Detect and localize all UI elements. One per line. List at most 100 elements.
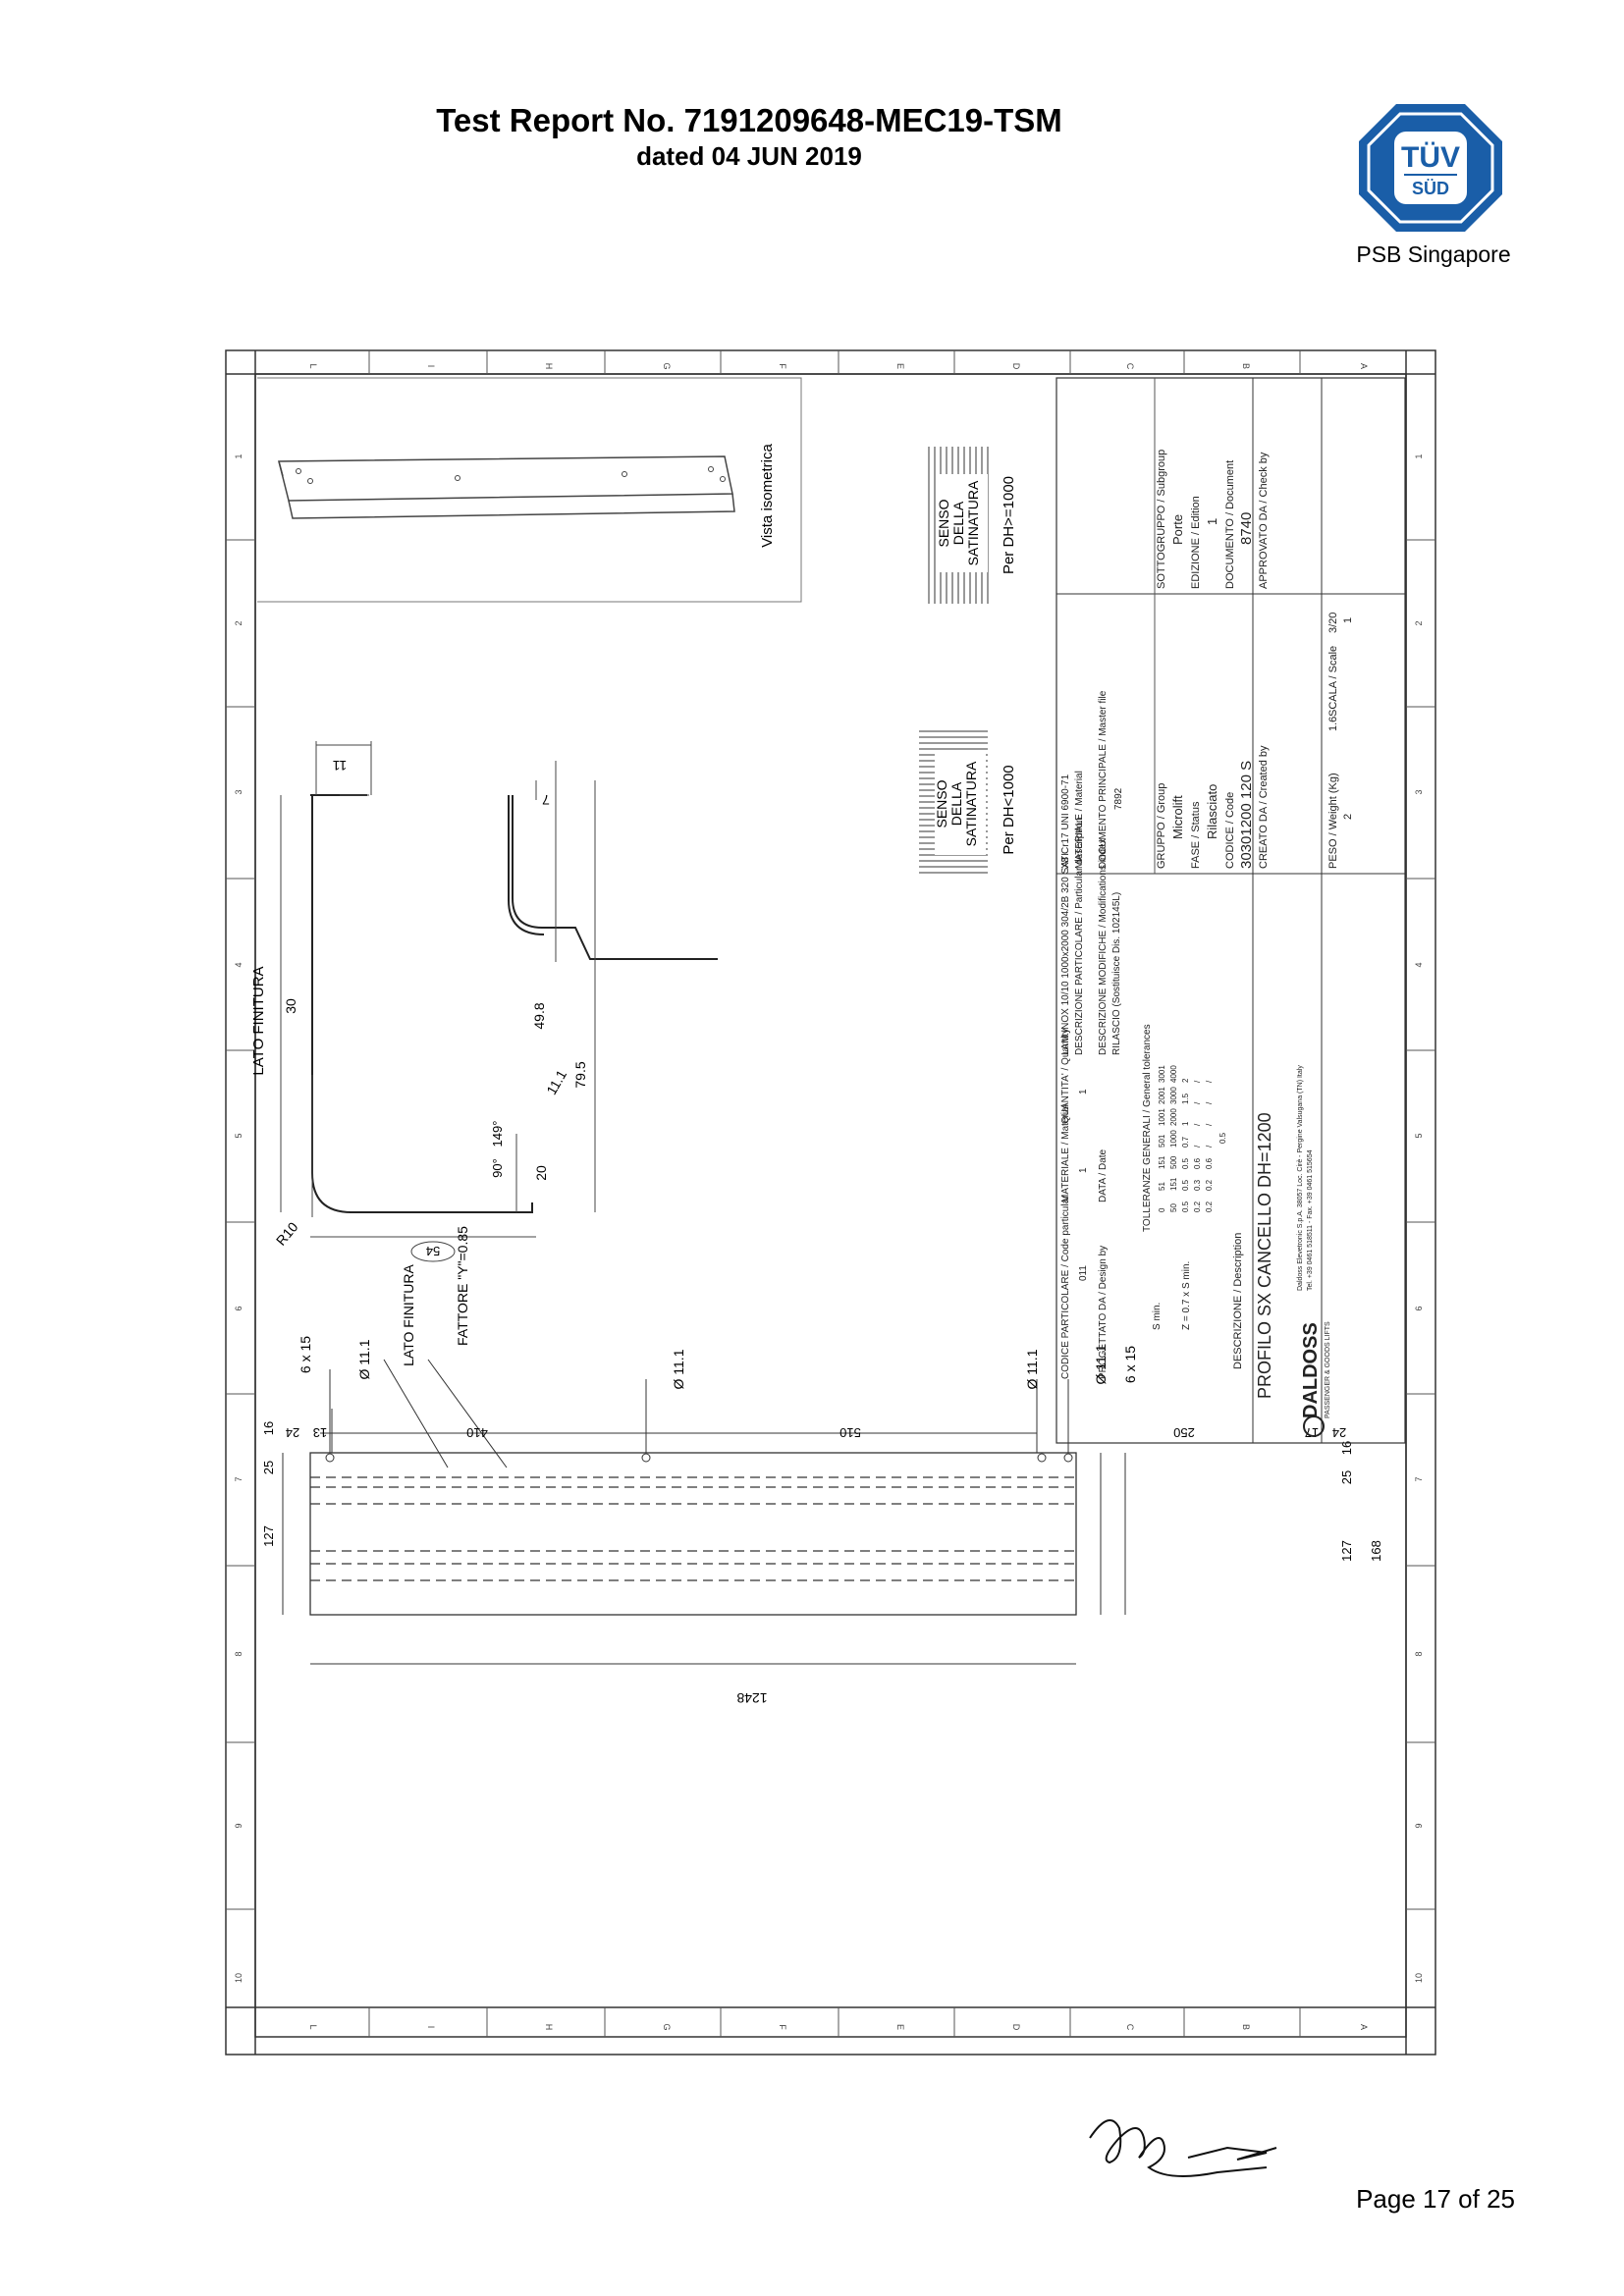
- hole-2-label: Ø 11.1: [671, 1349, 686, 1389]
- grid-letter: D: [1011, 2024, 1021, 2031]
- dim-54: 54: [426, 1244, 440, 1258]
- dim-149deg: 149°: [490, 1121, 505, 1148]
- tol-cell: 0: [1158, 1207, 1166, 1212]
- daldoss-logo-text: DALDOSS: [1300, 1322, 1322, 1418]
- grid-letter: L: [308, 2024, 318, 2029]
- isometric-view: Vista isometrica: [257, 377, 802, 603]
- dim-127a: 127: [261, 1525, 276, 1547]
- tb-data-label: DATA / Date: [1098, 1148, 1109, 1202]
- grid-letter: C: [1125, 363, 1135, 370]
- tb-descrizione-label: DESCRIZIONE / Description: [1232, 1233, 1244, 1369]
- report-date: dated 04 JUN 2019: [636, 141, 862, 171]
- tol-cell: 0.5: [1218, 1132, 1227, 1144]
- grain-direction-dh-lt-1000: SENSO DELLA SATINATURA Per DH<1000: [919, 730, 1017, 874]
- tol-cell: 2000: [1169, 1108, 1178, 1126]
- tb-creato-label: CREATO DA / Created by: [1258, 745, 1270, 869]
- tol-cell: 1001: [1158, 1108, 1166, 1126]
- dim-410: 410: [466, 1425, 488, 1440]
- senso-label-line: SENSO: [934, 779, 949, 828]
- grid-letter: D: [1011, 363, 1021, 370]
- slot-right: 6 x 15: [1122, 1346, 1138, 1383]
- page-number: Page 17 of 25: [1356, 2184, 1515, 2214]
- grid-number: 9: [234, 1823, 244, 1828]
- tb-edizione-label: EDIZIONE / Edition: [1190, 496, 1202, 589]
- tol-cell: 0.7: [1181, 1136, 1190, 1148]
- report-title: Test Report No. 7191209648-MEC19-TSM: [436, 102, 1062, 138]
- tb-fase-label: FASE / Status: [1190, 801, 1202, 869]
- tb-descr-part-label: DESCRIZIONE PARTICOLARE / Particular des…: [1074, 818, 1085, 1055]
- grid-letter: B: [1241, 363, 1251, 369]
- dim-250: 250: [1173, 1425, 1195, 1440]
- tb-sheet-1: 1: [1342, 617, 1354, 623]
- tol-cell: 0.5: [1181, 1157, 1190, 1169]
- grid-letter: H: [544, 2024, 554, 2031]
- grid-number: 1: [234, 454, 244, 458]
- tb-peso-label: PESO / Weight (Kg): [1327, 773, 1339, 869]
- tol-cell: 0.2: [1205, 1179, 1214, 1191]
- grid-letter: H: [544, 363, 554, 370]
- tb-doc-principale-label: DOCUMENTO PRINCIPALE / Master file: [1098, 690, 1109, 869]
- flat-lato-finitura: LATO FINITURA: [401, 1263, 416, 1365]
- grid-letter: G: [662, 362, 672, 369]
- grid-number: 3: [1414, 789, 1424, 794]
- tol-cell: 3000: [1169, 1087, 1178, 1104]
- tb-progettato-label: PROGETTATO DA / Design by: [1098, 1246, 1109, 1379]
- tol-cell: 500: [1169, 1155, 1178, 1169]
- grid-number: 8: [234, 1651, 244, 1656]
- tb-codice-label: CODICE / Code: [1224, 792, 1236, 869]
- grid-number: 5: [234, 1133, 244, 1138]
- dim-49-8: 49.8: [531, 1002, 547, 1029]
- senso-label-line: DELLA: [948, 781, 964, 826]
- tol-cell: 4000: [1169, 1065, 1178, 1083]
- tol-cell: 151: [1169, 1177, 1178, 1191]
- hole-4-label: Ø 11.1: [1093, 1344, 1109, 1384]
- tb-codice-particolare-label: CODICE PARTICOLARE / Code particular: [1060, 1195, 1071, 1379]
- tb-codice-particolare-val: 011: [1078, 1265, 1089, 1281]
- engineering-drawing: L I H G F E D C B A L I H G F E D C B A …: [225, 349, 1436, 2056]
- grid-number: 6: [1414, 1306, 1424, 1310]
- senso-label-line: SENSO: [936, 499, 951, 547]
- dim-24b: 24: [1332, 1425, 1346, 1440]
- tol-cell: 1000: [1169, 1130, 1178, 1148]
- dim-79-5: 79.5: [572, 1061, 588, 1088]
- tb-materiale-label: MATERIALE / Material: [1060, 1104, 1071, 1202]
- tol-cell: 51: [1158, 1182, 1166, 1191]
- grid-number: 8: [1414, 1651, 1424, 1656]
- dim-r10: R10: [273, 1219, 301, 1249]
- tol-cell: 1: [1181, 1121, 1190, 1126]
- logo-subtitle: PSB Singapore: [1356, 241, 1511, 267]
- grid-letter: E: [895, 363, 905, 369]
- flat-pattern-view: 6 x 15 Ø 11.1 LATO FINITURA FATTORE "Y"=…: [261, 1226, 1383, 1706]
- dim-127b: 127: [1339, 1540, 1354, 1562]
- hole-1-label: Ø 11.1: [356, 1339, 372, 1379]
- tol-cell: /: [1205, 1145, 1214, 1148]
- tb-sottogruppo-label: SOTTOGRUPPO / Subgroup: [1156, 450, 1167, 589]
- tb-documento-val: 8740: [1238, 512, 1255, 545]
- tb-codice-val: 30301200 120 S: [1238, 761, 1255, 869]
- tb-edizione-val: 1: [1205, 518, 1219, 525]
- tb-tolleranze-label: TOLLERANZE GENERALI / General tolerances: [1142, 1024, 1153, 1232]
- tb-descrizione-val: PROFILO SX CANCELLO DH=1200: [1255, 1112, 1274, 1399]
- tol-cell: /: [1193, 1080, 1202, 1083]
- grid-number: 2: [234, 620, 244, 625]
- grid-number: 3: [234, 789, 244, 794]
- tb-quantita-label: QUANTITA' / Quantity: [1060, 1029, 1071, 1124]
- tb-modifiche-label: DESCRIZIONE MODIFICHE / Modifications in…: [1098, 838, 1109, 1055]
- dim-16b: 16: [1339, 1441, 1354, 1455]
- grid-number: 4: [234, 962, 244, 967]
- grain-direction-dh-ge-1000: SENSO DELLA SATINATURA Per DH>=1000: [928, 447, 1017, 604]
- grid-number: 1: [1414, 454, 1424, 458]
- senso-label-line: DELLA: [950, 501, 966, 545]
- isometric-label: Vista isometrica: [759, 444, 776, 548]
- dim-11-1: 11.1: [543, 1067, 569, 1097]
- tuv-sud-logo: TÜV SÜD: [1359, 104, 1502, 232]
- tb-gruppo-val: Microlift: [1170, 795, 1185, 839]
- tb-material-val: X8 Cr17 UNI 6900-71: [1060, 774, 1071, 869]
- tol-cell: /: [1205, 1123, 1214, 1126]
- tb-quantita-val: 1: [1078, 1089, 1089, 1095]
- dim-16a: 16: [261, 1421, 276, 1435]
- tb-approvato-label: APPROVATO DA / Check by: [1258, 452, 1270, 589]
- tb-modifiche-val: RILASCIO (Sostituisce Dis. 102145L): [1111, 892, 1122, 1055]
- tb-sottogruppo-val: Porte: [1170, 514, 1185, 545]
- grid-number: 9: [1414, 1823, 1424, 1828]
